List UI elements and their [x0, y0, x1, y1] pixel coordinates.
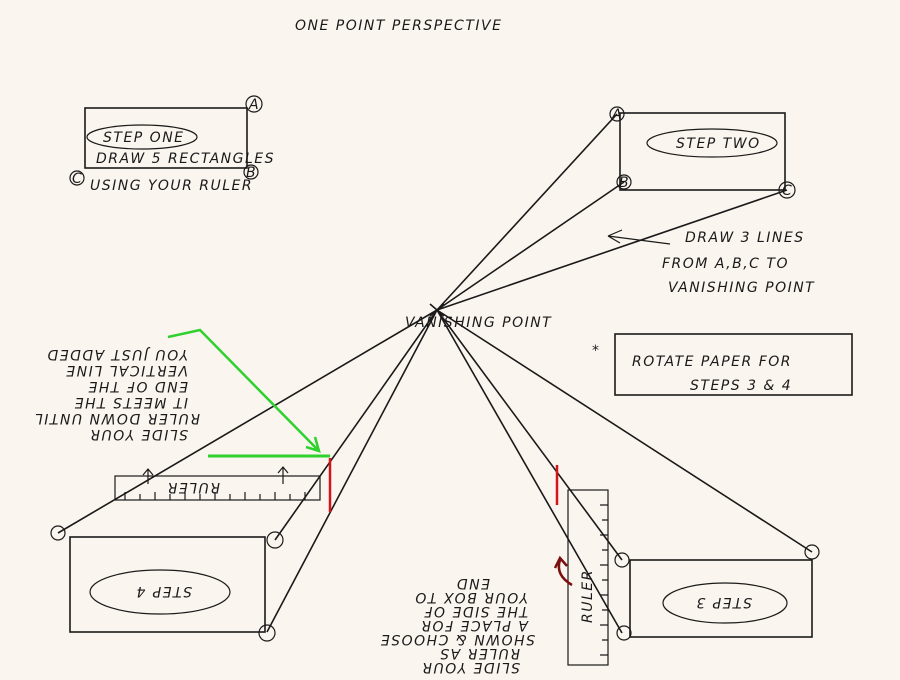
- step-one-line1: DRAW 5 RECTANGLES: [96, 151, 275, 167]
- title: ONE POINT PERSPECTIVE: [295, 18, 502, 34]
- rotate-note: * ROTATE PAPER FOR STEPS 3 & 4: [592, 333, 853, 396]
- step-four-heading: STEP 4: [135, 583, 192, 599]
- step-one-heading: STEP ONE: [103, 130, 185, 146]
- ruler: RULER: [114, 466, 321, 501]
- step-two: STEP TWO A B C DRAW 3 LINES FROM A,B,C T…: [436, 106, 815, 311]
- note-line: FROM A,B,C TO: [662, 256, 789, 272]
- note-line: YOU JUST ADDED: [46, 346, 188, 362]
- vanishing-point: VANISHING POINT: [405, 303, 551, 331]
- step-four: STEP 4 RULER SLIDE YOUR RULER DOWN UNTIL…: [33, 309, 438, 642]
- step-two-heading: STEP TWO: [676, 136, 761, 152]
- note-line: A PLACE FOR: [420, 617, 529, 633]
- corner-b: B: [619, 175, 630, 191]
- step-one-rectangle: [84, 107, 248, 169]
- note-line: RULER AS: [439, 645, 520, 661]
- step-one-ellipse: [86, 124, 198, 150]
- arrow-up-icon: [142, 466, 289, 484]
- rotate-line1: ROTATE PAPER FOR: [632, 354, 792, 370]
- corner-c: C: [782, 183, 793, 199]
- note-line: DRAW 3 LINES: [685, 230, 805, 246]
- note-line: IT MEETS THE: [73, 394, 188, 410]
- note-line: THE SIDE OF: [423, 603, 528, 619]
- ruler-label: RULER: [580, 569, 596, 623]
- note-line: RULER DOWN UNTIL: [33, 410, 200, 426]
- note-line: SLIDE YOUR: [421, 659, 520, 675]
- step-one-line2: USING YOUR RULER: [90, 178, 253, 194]
- note-line: VERTICAL LINE: [65, 362, 188, 378]
- rotate-line2: STEPS 3 & 4: [690, 378, 792, 394]
- note-line: VANISHING POINT: [668, 280, 815, 296]
- corner-a: A: [248, 97, 260, 113]
- ruler-label: RULER: [166, 479, 220, 495]
- green-arrow-icon: [167, 328, 321, 453]
- note-line: END OF THE: [87, 378, 188, 394]
- corner-c: C: [72, 171, 83, 187]
- curved-arrow-icon: [553, 555, 573, 587]
- note-line: YOUR BOX TO: [414, 589, 528, 605]
- step-three: STEP 3 RULER SLIDE YOUR RULER AS SHOWN &…: [379, 309, 820, 675]
- note-line: SLIDE YOUR: [89, 426, 188, 442]
- corner-b: B: [246, 165, 257, 181]
- note-line: SHOWN & CHOOSE: [379, 631, 535, 647]
- ruler: RULER: [567, 489, 609, 666]
- asterisk-icon: *: [592, 343, 601, 359]
- step-three-heading: STEP 3: [695, 594, 752, 610]
- arrow-left-icon: [607, 229, 671, 245]
- note-line: END: [455, 575, 490, 591]
- step-one: STEP ONE DRAW 5 RECTANGLES USING YOUR RU…: [69, 95, 275, 194]
